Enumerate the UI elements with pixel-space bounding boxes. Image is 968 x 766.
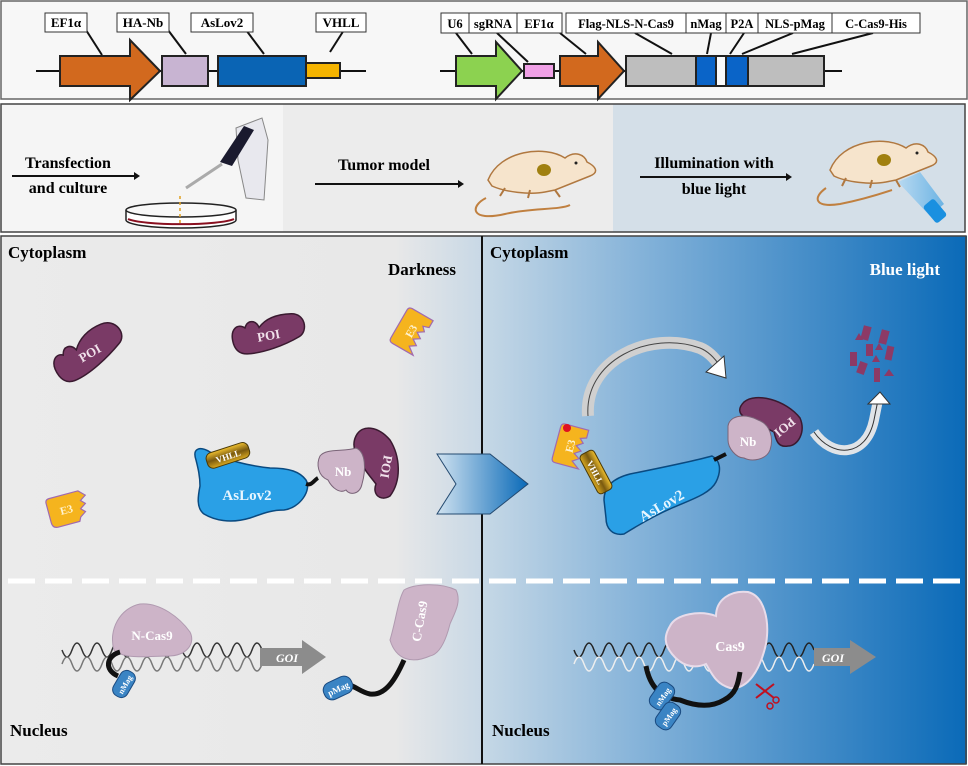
label-ha-nb: HA-Nb xyxy=(123,15,163,30)
svg-text:E3: E3 xyxy=(59,503,75,518)
sgrna-block xyxy=(523,63,555,79)
transition-arrow xyxy=(436,453,529,515)
p2a-block xyxy=(715,55,727,87)
pipette-hand-icon xyxy=(185,117,269,201)
e3-ligase: E3 xyxy=(45,490,87,528)
workflow-panel: Transfection and culture Tumor model xyxy=(0,103,966,233)
label-u6: U6 xyxy=(447,17,462,31)
linker xyxy=(106,649,121,679)
label-vhll: VHLL xyxy=(323,15,360,30)
nb-nanobody: Nb xyxy=(317,447,365,494)
blue-light-label: Blue light xyxy=(870,260,941,279)
construct-left: EF1α HA-Nb AsLov2 VHLL xyxy=(36,12,367,103)
label-sgrna: sgRNA xyxy=(474,17,512,31)
svg-text:E3: E3 xyxy=(564,438,579,454)
nb-nanobody-light: Nb xyxy=(727,415,772,461)
nmag-protein: nMag xyxy=(112,669,136,699)
flashlight-icon xyxy=(898,172,947,223)
workflow-step1-line1: Transfection xyxy=(25,155,111,172)
ef1a-promoter-arrow xyxy=(59,37,162,103)
n-cas9-protein: N-Cas9 xyxy=(112,603,193,658)
c-cas9-block xyxy=(747,55,825,87)
e3-ligase-recruited: E3 xyxy=(551,423,590,470)
workflow-step3-line1: Illumination with xyxy=(654,155,774,172)
pmag-protein: pMag xyxy=(322,675,354,701)
workflow-step2-label: Tumor model xyxy=(338,157,431,174)
dark-cytoplasm-label: Cytoplasm xyxy=(8,243,86,262)
mouse-tumor-icon xyxy=(474,150,597,218)
pmag-protein-light: pMag xyxy=(654,701,682,731)
svg-text:C-Cas9: C-Cas9 xyxy=(409,599,431,643)
ha-nb-block xyxy=(161,55,209,87)
n-cas9-block xyxy=(625,55,697,87)
svg-text:N-Cas9: N-Cas9 xyxy=(131,628,173,643)
linker xyxy=(713,452,727,462)
pmag-block xyxy=(725,55,749,87)
poi-protein: POI xyxy=(53,322,123,383)
nmag-block xyxy=(695,55,717,87)
label-nmag: nMag xyxy=(690,17,722,31)
dark-nucleus-label: Nucleus xyxy=(10,721,68,740)
vhll-block xyxy=(305,62,341,79)
poi-protein-bound: POI xyxy=(353,427,399,499)
light-cytoplasm-label: Cytoplasm xyxy=(490,243,568,262)
svg-text:POI: POI xyxy=(256,326,281,345)
svg-text:AsLov2: AsLov2 xyxy=(222,488,271,504)
label-nls-pmag: NLS-pMag xyxy=(765,17,825,31)
svg-text:POI: POI xyxy=(377,454,396,479)
svg-text:GOI: GOI xyxy=(276,651,299,665)
label-ef1a-2: EF1α xyxy=(524,17,553,31)
goi-arrow: GOI xyxy=(260,640,326,674)
workflow-step1-line2: and culture xyxy=(29,180,107,197)
darkness-label: Darkness xyxy=(388,260,456,279)
construct-right: U6 sgRNA EF1α Flag-NLS-N-Cas9 nMag P2A N… xyxy=(440,12,921,102)
aslov2-protein-active: AsLov2 xyxy=(603,455,721,536)
label-p2a: P2A xyxy=(731,17,754,31)
light-nucleus-label: Nucleus xyxy=(492,721,550,740)
ef1a-promoter-arrow-2 xyxy=(559,39,626,102)
poi-protein: POI xyxy=(231,312,306,355)
label-aslov2: AsLov2 xyxy=(201,15,244,30)
svg-text:GOI: GOI xyxy=(822,651,845,665)
recruitment-arrow xyxy=(581,336,727,417)
aslov2-block xyxy=(217,55,307,87)
vhll-peptide: VHLL xyxy=(205,442,251,469)
degraded-poi-fragments xyxy=(850,325,895,382)
label-flag-nls-n-cas9: Flag-NLS-N-Cas9 xyxy=(578,17,674,31)
svg-text:Nb: Nb xyxy=(335,464,352,479)
label-ef1a: EF1α xyxy=(51,15,82,30)
petri-dish-icon xyxy=(125,196,237,229)
goi-arrow-light: GOI xyxy=(814,640,876,674)
poi-protein-bound-light: POI xyxy=(739,396,803,448)
svg-text:Nb: Nb xyxy=(740,434,757,449)
svg-text:E3: E3 xyxy=(403,323,420,341)
label-c-cas9-his: C-Cas9-His xyxy=(845,17,907,31)
mouse-illuminated-icon xyxy=(816,140,938,206)
scissors-icon xyxy=(755,683,780,710)
cas9-reconstituted: Cas9 xyxy=(664,590,769,690)
workflow-step3-line2: blue light xyxy=(682,181,747,198)
svg-text:Cas9: Cas9 xyxy=(715,640,745,655)
ubiquitin-mark xyxy=(563,424,571,432)
linker xyxy=(305,476,320,487)
degradation-arrow xyxy=(809,391,892,456)
u6-promoter-arrow xyxy=(455,39,524,102)
e3-ligase: E3 xyxy=(389,307,434,357)
c-cas9-protein: C-Cas9 xyxy=(389,584,459,661)
linker xyxy=(345,658,407,697)
